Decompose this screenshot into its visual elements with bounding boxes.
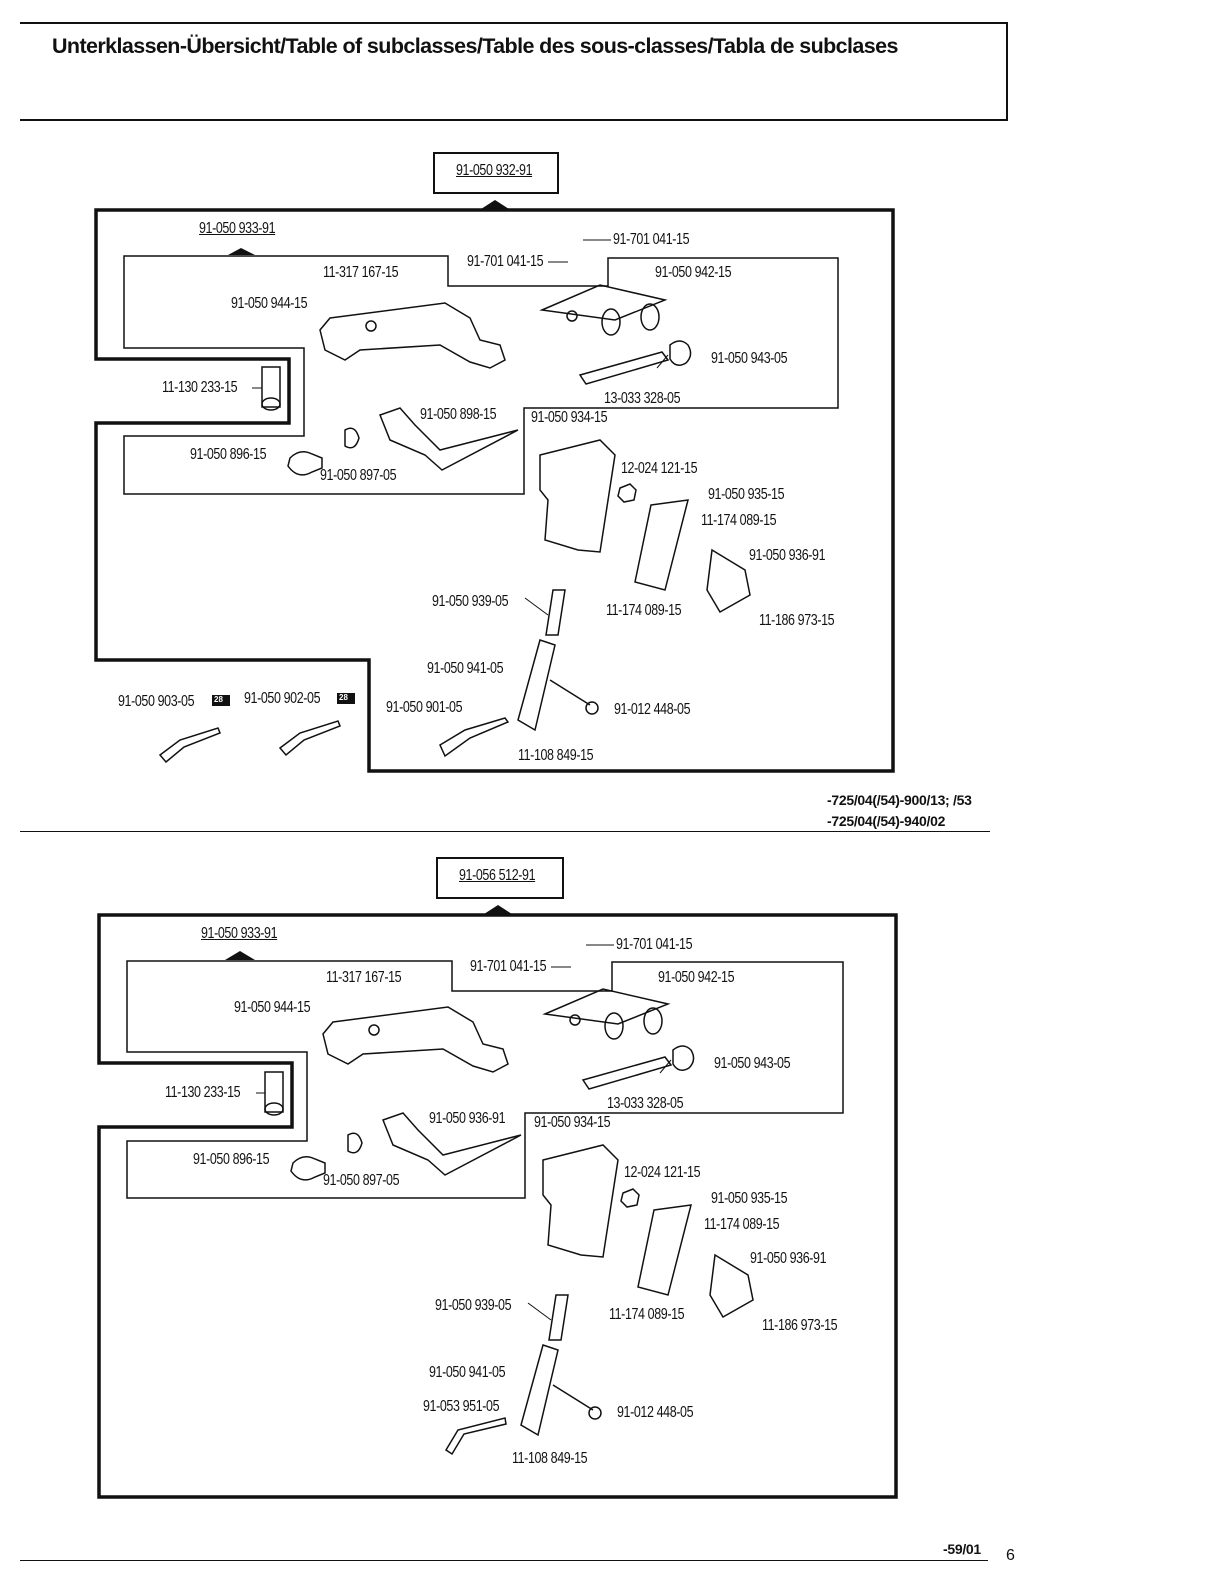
d2-part-label: 91-050 935-15 (711, 1190, 788, 1207)
d1-part-label: 11-130 233-15 (162, 379, 238, 396)
d2-part-label: 91-050 944-15 (234, 999, 311, 1016)
page-title: Unterklassen-Übersicht/Table of subclass… (52, 34, 898, 58)
d1-part-label: 91-050 934-15 (531, 409, 608, 426)
d1-part-label: 91-050 941-05 (427, 660, 504, 677)
d1-top-box-label: 91-050 932-91 (456, 162, 533, 179)
d2-part-label: 91-050 941-05 (429, 1364, 506, 1381)
d2-part-label: 91-050 942-15 (658, 969, 735, 986)
d1-part-label: 91-050 901-05 (386, 699, 463, 716)
page-number: 6 (1006, 1547, 1015, 1564)
header-box: Unterklassen-Übersicht/Table of subclass… (20, 22, 1008, 121)
d1-badge: 28 (339, 693, 348, 702)
d1-part-label: 91-050 903-05 (118, 693, 195, 710)
d1-part-label: 91-701 041-15 (613, 231, 690, 248)
d2-part-label: 11-108 849-15 (512, 1450, 588, 1467)
d1-part-label: 11-317 167-15 (323, 264, 399, 281)
footer-rule (20, 1560, 988, 1561)
d1-part-label: 91-050 902-05 (244, 690, 321, 707)
d2-part-label: 11-130 233-15 (165, 1084, 241, 1101)
d2-part-label: 13-033 328-05 (607, 1095, 684, 1112)
d2-part-label: 11-186 973-15 (762, 1317, 838, 1334)
d1-part-label: 11-174 089-15 (701, 512, 777, 529)
d2-part-label: 91-050 936-91 (429, 1110, 506, 1127)
footer-code: -59/01 (943, 1541, 981, 1557)
d2-part-label: 91-050 897-05 (323, 1172, 400, 1189)
d2-part-label: 11-317 167-15 (326, 969, 402, 986)
d2-part-label: 91-053 951-05 (423, 1398, 500, 1415)
d1-part-label: 91-050 942-15 (655, 264, 732, 281)
d1-part-label: 91-050 944-15 (231, 295, 308, 312)
d1-part-label: 91-050 943-05 (711, 350, 788, 367)
d1-part-label: 12-024 121-15 (621, 460, 698, 477)
d1-badge: 28 (214, 695, 223, 704)
d2-part-label: 91-050 936-91 (750, 1250, 827, 1267)
d2-sub-box-label: 91-050 933-91 (201, 925, 278, 942)
d1-sub-box-label: 91-050 933-91 (199, 220, 276, 237)
d1-part-label: 91-050 898-15 (420, 406, 497, 423)
d2-part-label: 11-174 089-15 (609, 1306, 685, 1323)
d2-part-label: 91-701 041-15 (470, 958, 547, 975)
d1-part-label: 11-174 089-15 (606, 602, 682, 619)
model-note-line1: -725/04(/54)-900/13; /53 (827, 792, 972, 808)
d2-part-label: 91-012 448-05 (617, 1404, 694, 1421)
d1-part-label: 91-050 896-15 (190, 446, 267, 463)
d2-part-label: 91-050 896-15 (193, 1151, 270, 1168)
d1-part-label: 91-050 936-91 (749, 547, 826, 564)
d1-part-label: 91-050 939-05 (432, 593, 509, 610)
d2-part-label: 91-050 943-05 (714, 1055, 791, 1072)
d2-top-box-label: 91-056 512-91 (459, 867, 536, 884)
d2-part-label: 11-174 089-15 (704, 1216, 780, 1233)
d1-part-label: 91-050 897-05 (320, 467, 397, 484)
d1-part-label: 13-033 328-05 (604, 390, 681, 407)
d2-part-label: 91-050 934-15 (534, 1114, 611, 1131)
d1-part-label: 91-050 935-15 (708, 486, 785, 503)
d1-part-label: 11-108 849-15 (518, 747, 594, 764)
d1-part-label: 11-186 973-15 (759, 612, 835, 629)
d2-part-label: 91-050 939-05 (435, 1297, 512, 1314)
d1-part-label: 91-012 448-05 (614, 701, 691, 718)
model-note-line2: -725/04(/54)-940/02 (827, 813, 946, 829)
section-divider (20, 831, 990, 832)
d2-part-label: 12-024 121-15 (624, 1164, 701, 1181)
d2-part-label: 91-701 041-15 (616, 936, 693, 953)
d1-part-label: 91-701 041-15 (467, 253, 544, 270)
